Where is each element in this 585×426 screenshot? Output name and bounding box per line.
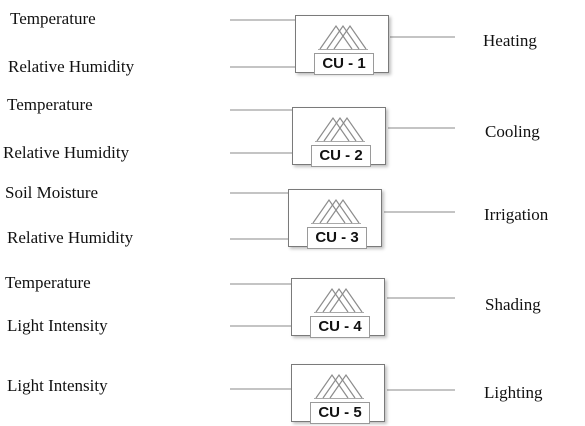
cu-5-input-1-label: Light Intensity xyxy=(7,376,108,395)
membership-triangle xyxy=(329,373,363,399)
membership-triangle xyxy=(322,287,356,313)
control-unit-5-tag: CU - 5 xyxy=(310,402,370,424)
cu-3-input-1-label: Soil Moisture xyxy=(5,183,99,202)
control-unit-2: CU - 2 xyxy=(292,107,386,167)
cu-4-input-2-label: Light Intensity xyxy=(7,316,108,335)
membership-triangle xyxy=(319,198,353,224)
membership-triangle xyxy=(322,373,356,399)
control-unit-4: CU - 4 xyxy=(291,278,385,338)
membership-triangle xyxy=(312,198,346,224)
cu-2-output-label: Cooling xyxy=(485,122,540,141)
cu-1-input-2-label: Relative Humidity xyxy=(8,57,135,76)
control-unit-3: CU - 3 xyxy=(288,189,382,249)
cu-5-output-label: Lighting xyxy=(484,383,543,402)
membership-triangle xyxy=(316,116,350,142)
membership-triangle xyxy=(326,24,360,50)
membership-triangle xyxy=(329,287,363,313)
membership-triangle xyxy=(315,373,349,399)
control-unit-5: CU - 5 xyxy=(291,364,385,424)
cu-3-input-2-label: Relative Humidity xyxy=(7,228,134,247)
control-unit-2-tag: CU - 2 xyxy=(311,145,371,167)
cu-4-input-1-label: Temperature xyxy=(5,273,91,292)
control-unit-1-tag: CU - 1 xyxy=(314,53,374,75)
membership-triangle xyxy=(319,24,353,50)
membership-triangle xyxy=(323,116,357,142)
cu-3-output-label: Irrigation xyxy=(484,205,549,224)
membership-functions-icon xyxy=(318,24,368,50)
membership-triangle xyxy=(333,24,367,50)
membership-functions-icon xyxy=(314,373,364,399)
cu-1-input-1-label: Temperature xyxy=(10,9,96,28)
membership-functions-icon xyxy=(315,116,365,142)
membership-triangle xyxy=(315,287,349,313)
control-unit-3-tag: CU - 3 xyxy=(307,227,367,249)
membership-functions-icon xyxy=(311,198,361,224)
membership-triangle xyxy=(326,198,360,224)
cu-2-input-1-label: Temperature xyxy=(7,95,93,114)
cu-1-output-label: Heating xyxy=(483,31,537,50)
membership-functions-icon xyxy=(314,287,364,313)
control-unit-4-tag: CU - 4 xyxy=(310,316,370,338)
cu-2-input-2-label: Relative Humidity xyxy=(3,143,130,162)
cu-4-output-label: Shading xyxy=(485,295,541,314)
control-unit-1: CU - 1 xyxy=(295,15,389,75)
membership-triangle xyxy=(330,116,364,142)
